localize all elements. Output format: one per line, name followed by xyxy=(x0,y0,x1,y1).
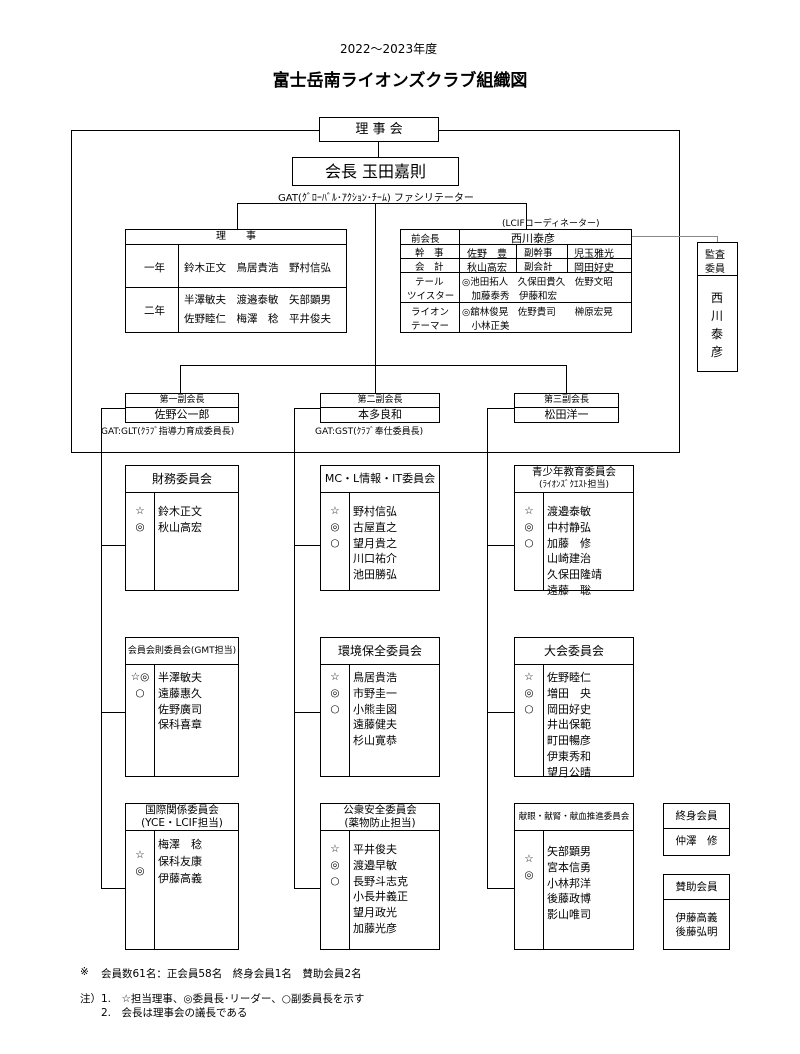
member: 増田 央 xyxy=(547,686,591,700)
lcif-note: (LCIFコーディネーター) xyxy=(502,219,600,229)
member: 中村静弘 xyxy=(547,520,591,534)
member: 町田暢彦 xyxy=(547,734,591,748)
member: 遠藤惠久 xyxy=(158,686,202,700)
blood-donation-committee: 献眼・献腎・献血推進委員会 ☆ ◎ 矢部顕男 宮本信勇 小林邦洋 後藤政博 影山… xyxy=(514,803,634,950)
vp2-box: 第二副会長 本多良和 xyxy=(320,393,440,423)
member: 市野圭一 xyxy=(353,686,397,700)
lion-tamer-line1: ◎舘林俊晃 佐野貴司 榊原宏晃 xyxy=(462,307,613,318)
note-1: 1. ☆担当理事、◎委員長･リーダー、○副委員長を示す xyxy=(101,993,365,1005)
director-year2-label: 二年 xyxy=(144,305,165,317)
auditor-box: 監査 委員 西 川 泰 彦 xyxy=(697,242,738,372)
supporting-member-name: 伊藤高義 xyxy=(675,912,718,924)
gat-facilitator: GAT(ｸﾞﾛｰﾊﾞﾙ･ｱｸｼｮﾝ･ﾁｰﾑ) ファシリテーター xyxy=(278,193,474,204)
member: 小長井義正 xyxy=(353,890,408,904)
member: 保科喜章 xyxy=(158,718,202,732)
international-committee: 国際関係委員会 (YCE・LCIF担当) ☆ ◎ 梅澤 稔 保科友康 伊藤高義 xyxy=(125,803,239,950)
safety-committee: 公衆安全委員会 (薬物防止担当) ☆ ◎ ○ 平井俊夫 渡邉早敏 長野斗志克 小… xyxy=(320,803,440,950)
member: 保科友康 xyxy=(158,855,202,868)
directors-box: 理 事 一年 鈴木正文 鳥居貴浩 野村信弘 二年 半澤敏夫 渡邉泰敏 矢部顕男 … xyxy=(125,229,347,333)
member-count: 会員数61名：正会員58名 終身会員1名 賛助会員2名 xyxy=(101,968,362,980)
fiscal-year: 2022～2023年度 xyxy=(340,42,438,56)
member: 望月公晴 xyxy=(547,765,591,779)
director-year2-line1: 半澤敏夫 渡邉泰敏 矢部顕男 xyxy=(184,294,331,306)
member: 小熊圭図 xyxy=(353,702,397,716)
member: 鳥居貴浩 xyxy=(353,671,397,684)
member: 遠藤健夫 xyxy=(353,718,397,732)
note-2: 2. 会長は理事会の議長である xyxy=(101,1007,248,1019)
member: 井出保範 xyxy=(547,718,591,732)
director-year1-members: 鈴木正文 鳥居貴浩 野村信弘 xyxy=(184,262,331,274)
vp1-box: 第一副会長 佐野公一郎 xyxy=(125,393,239,423)
member: 古屋直之 xyxy=(353,520,397,534)
member: 伊東秀和 xyxy=(547,749,591,763)
vp3-box: 第三副会長 松田洋一 xyxy=(514,393,619,423)
member: 望月貴之 xyxy=(353,536,397,550)
member: 秋山高宏 xyxy=(158,520,202,534)
member: 後藤政博 xyxy=(547,892,591,906)
board-label: 理 事 会 xyxy=(319,117,439,142)
youth-committee: 青少年教育委員会 (ﾗｲｵﾝｽﾞｸｴｽﾄ担当) ☆ ◎ ○ 渡邉泰敏 中村静弘 … xyxy=(514,465,634,597)
member: 長野斗志克 xyxy=(353,874,408,888)
member: 佐野睦仁 xyxy=(547,671,591,684)
officers-box: 前会長 西川泰彦 幹 事 佐野 豊 副幹事 児玉雅光 会 計 秋山高宏 副会計 … xyxy=(400,229,632,333)
member: 望月政光 xyxy=(353,906,397,920)
member: 加藤光彦 xyxy=(353,921,397,935)
member: 半澤敏夫 xyxy=(158,671,202,684)
supporting-member-box: 賛助会員 伊藤高義 後藤弘明 xyxy=(663,874,730,950)
member: 小林邦洋 xyxy=(547,876,591,890)
page-title: 富士岳南ライオンズクラブ組織図 xyxy=(272,71,528,91)
vp2-name: 本多良和 xyxy=(358,408,402,421)
member: 池田勝弘 xyxy=(353,568,397,582)
lion-tamer-line2: 小林正美 xyxy=(462,321,510,332)
member: 渡邉早敏 xyxy=(353,858,397,872)
membership-committee: 会員会則委員会(GMT担当) ☆◎ ○ 半澤敏夫 遠藤惠久 佐野廣司 保科喜章 xyxy=(125,637,239,777)
supporting-member-name: 後藤弘明 xyxy=(675,926,718,938)
member: 渡邉泰敏 xyxy=(547,505,591,518)
member: 宮本信勇 xyxy=(547,860,591,874)
tail-twister-line1: ◎池田拓人 久保田貴久 佐野文昭 xyxy=(462,277,613,288)
member: 遠藤 聡 xyxy=(547,583,591,597)
member: 梅澤 稔 xyxy=(158,838,202,851)
member: 鈴木正文 xyxy=(158,505,202,518)
member: 山崎建治 xyxy=(547,552,591,566)
director-year1-label: 一年 xyxy=(144,262,165,274)
member: 平井俊夫 xyxy=(353,843,397,856)
it-committee: MC・L情報・IT委員会 ☆ ◎ ○ 野村信弘 古屋直之 望月貴之 川口祐介 池… xyxy=(320,465,440,591)
convention-committee: 大会委員会 ☆ ◎ ○ 佐野睦仁 増田 央 岡田好史 井出保範 町田暢彦 伊東秀… xyxy=(514,637,634,779)
environment-committee: 環境保全委員会 ☆ ◎ ○ 鳥居貴浩 市野圭一 小熊圭図 遠藤健夫 杉山寛恭 xyxy=(320,637,440,777)
life-member-name: 仲澤 修 xyxy=(675,835,718,847)
life-member-box: 終身会員 仲澤 修 xyxy=(663,803,730,856)
president-name: 会長 玉田嘉則 xyxy=(324,162,427,181)
vp3-name: 松田洋一 xyxy=(544,408,589,421)
director-year2-line2: 佐野睦仁 梅澤 稔 平井俊夫 xyxy=(184,313,331,325)
member: 伊藤高義 xyxy=(158,872,202,885)
member: 岡田好史 xyxy=(547,702,591,716)
member: 加藤 修 xyxy=(547,536,591,550)
president-box: 会長 玉田嘉則 xyxy=(292,157,459,186)
member: 川口祐介 xyxy=(353,552,397,566)
member: 矢部顕男 xyxy=(547,845,591,858)
finance-committee: 財務委員会 ☆ ◎ 鈴木正文 秋山高宏 xyxy=(125,465,239,591)
member: 久保田隆靖 xyxy=(547,568,602,582)
tail-twister-line2: 加藤泰秀 伊藤和宏 xyxy=(462,291,558,302)
past-president: 西川泰彦 xyxy=(511,232,555,245)
member: 杉山寛恭 xyxy=(353,734,397,748)
member: 影山唯司 xyxy=(547,908,591,922)
vp1-name: 佐野公一郎 xyxy=(154,408,210,421)
member: 佐野廣司 xyxy=(158,702,202,716)
member: 野村信弘 xyxy=(353,505,397,518)
